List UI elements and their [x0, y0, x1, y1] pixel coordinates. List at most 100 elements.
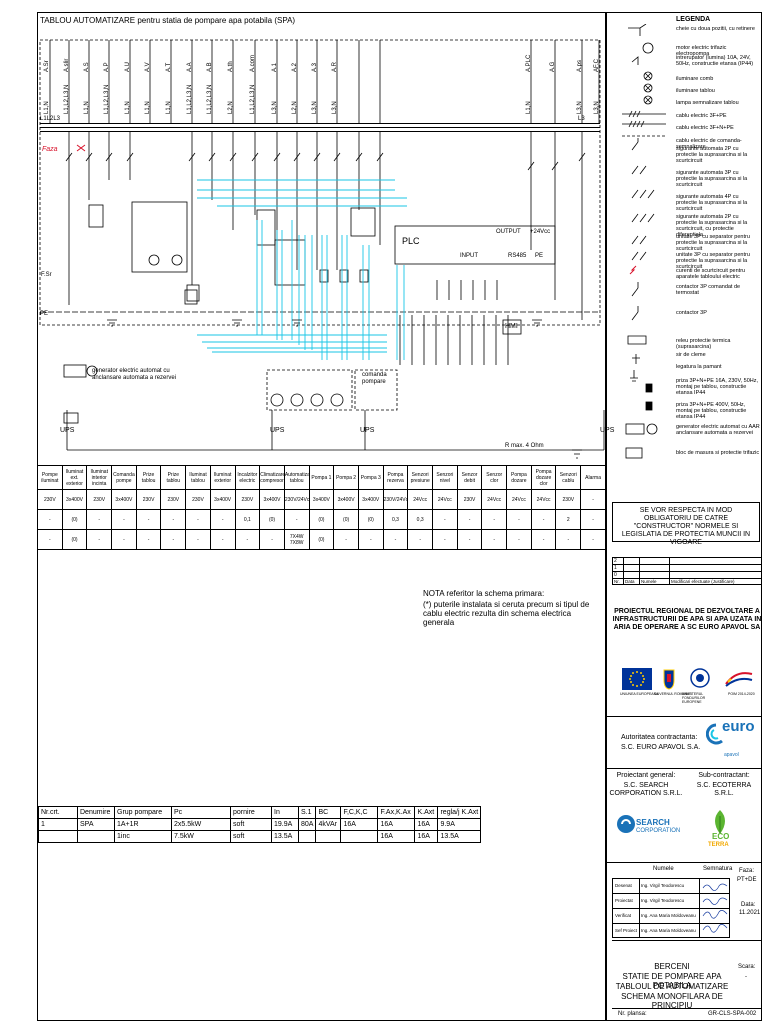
- single-line-schematic: [39, 39, 605, 459]
- legend-item-11: sigurante automata 4P cu protectie la su…: [676, 194, 748, 212]
- plc-output-label: OUTPUT: [496, 229, 521, 235]
- bus-line-3: [40, 131, 600, 132]
- load-table-row: - (0) - - - - - - 0,1 (0) - (0) (0) (0) …: [37, 509, 606, 530]
- feeder-code-3: A.P: [104, 62, 110, 72]
- lt-h-18: Senzor clor: [481, 465, 508, 490]
- gt-h-8: F,C,K,C: [340, 806, 379, 819]
- feeder-phase-3: L1,L2,L3,N: [104, 84, 110, 114]
- person-name-3: Ing. Ana Maria Moldoveanu: [641, 928, 696, 933]
- legend-item-19: sir de cleme: [676, 352, 706, 358]
- feeder-code-8: A.B: [207, 62, 213, 72]
- divider: [612, 940, 762, 941]
- person-name-1: Ing. Virgil Teodorescu: [641, 898, 685, 903]
- lt-r2-4: -: [135, 529, 162, 550]
- lt-r1-16: -: [432, 509, 458, 530]
- feeder-code-17: A.ps: [577, 59, 583, 72]
- plc-pe-label: PE: [535, 253, 544, 259]
- gt-r1-0: [38, 830, 78, 843]
- legend-symbols: [622, 24, 666, 459]
- faza-value: PT+DE: [737, 877, 757, 883]
- legend-item-22: priza 3P+N+PE 400V, 50Hz, montaj pe tabl…: [676, 402, 747, 420]
- feeder-phase-13: L3,N: [312, 101, 318, 114]
- lt-r1-11: (0): [308, 509, 335, 530]
- gt-r0-4: soft: [230, 818, 272, 831]
- ups-1: UPS: [60, 427, 75, 434]
- gt-r0-6: 80A: [297, 818, 317, 831]
- lt-r2-20: -: [530, 529, 557, 550]
- lt-h-21: Senzori cablu: [555, 465, 582, 490]
- rev-h-2: Numele: [641, 579, 657, 584]
- feeder-code-12: A.2: [292, 62, 298, 72]
- lt-h-12: Pompa 2: [333, 465, 359, 490]
- feeder-code-9: A.th: [228, 61, 234, 72]
- gt-r0-10: 16A: [414, 818, 439, 831]
- lt-r0-7: 3x400V: [209, 489, 236, 510]
- lt-r2-10: 7X4W 7X8W: [283, 529, 310, 550]
- gt-r0-0: 1: [38, 818, 78, 831]
- group-table-header: Nr.crt. Denumire Grup pompare Pc pornire…: [38, 806, 482, 819]
- lt-h-19: Pompa dozare: [506, 465, 532, 490]
- rev-h-1: Data: [625, 579, 635, 584]
- faza-label-tb: Faza:: [739, 868, 755, 874]
- lt-r0-20: 24Vcc: [530, 489, 557, 510]
- lt-r2-22: -: [580, 529, 606, 550]
- gt-r1-1: [77, 830, 115, 843]
- feeder-phase-14: L3,N: [332, 101, 338, 114]
- people-table: Desenat Ing. Virgil Teodorescu Proiectat…: [612, 878, 730, 938]
- gt-r0-5: 19.9A: [271, 818, 299, 831]
- lt-r0-18: 24Vcc: [481, 489, 508, 510]
- scara-label: Scara:: [738, 964, 756, 970]
- lt-r1-14: 0,3: [382, 509, 409, 530]
- lt-r0-5: 230V: [160, 489, 187, 510]
- lt-r1-18: -: [481, 509, 508, 530]
- lt-r0-10: 230V/24Vcc: [283, 489, 310, 510]
- legend-item-8: cablu electric de comanda-semnalizare: [676, 138, 742, 150]
- lt-r2-15: -: [407, 529, 433, 550]
- comanda-note: comanda pompare: [362, 372, 387, 385]
- lt-r1-2: -: [86, 509, 113, 530]
- lt-r0-19: 24Vcc: [506, 489, 532, 510]
- lt-r2-16: -: [432, 529, 458, 550]
- gt-h-0: Nr.crt.: [38, 806, 78, 819]
- bus-label-right: L3: [578, 116, 585, 122]
- rev-num-2: 2: [614, 558, 617, 564]
- gt-h-2: Grup pompare: [114, 806, 172, 819]
- legend-item-14: unitate 3P cu separator pentru protectie…: [676, 252, 750, 270]
- title-block-panel: [606, 12, 762, 1021]
- faza-label: Faza: [42, 146, 58, 153]
- legend-item-5: lampa semnalizare tablou: [676, 100, 739, 106]
- feeder-code-13: A.3: [312, 62, 318, 72]
- terra-logo-text: TERRA: [708, 842, 729, 848]
- lt-r1-19: -: [506, 509, 532, 530]
- gt-h-1: Denumire: [77, 806, 115, 819]
- people-header-name: Numele: [653, 866, 674, 872]
- gt-r1-7: [315, 830, 342, 843]
- load-table: Pompe iluminat Iluminat ext. exterior Il…: [37, 465, 606, 550]
- lt-r2-13: -: [357, 529, 384, 550]
- lt-r1-7: -: [209, 509, 236, 530]
- feeder-code-11: A.1: [272, 62, 278, 72]
- lt-r0-13: 3x400V: [357, 489, 384, 510]
- load-table-header: Pompe iluminat Iluminat ext. exterior Il…: [37, 465, 606, 490]
- safety-warning: SE VOR RESPECTA IN MOD OBLIGATORIU DE CA…: [612, 502, 760, 546]
- feeder-code-14: A.R: [332, 61, 338, 72]
- signatures-icon: [702, 883, 728, 933]
- person-name-0: Ing. Virgil Teodorescu: [641, 883, 685, 888]
- drawing-title-1: STATIE DE POMPARE APA POTABILA: [622, 972, 722, 990]
- lt-r2-19: -: [506, 529, 532, 550]
- gt-r1-3: 7.5kW: [171, 830, 231, 843]
- gt-r1-6: [297, 830, 317, 843]
- lt-h-22: Alarma: [580, 465, 606, 490]
- lt-r0-3: 3x400V: [111, 489, 137, 510]
- plc-rs485-label: RS485: [508, 253, 527, 259]
- legend-item-18: releu protectie termica (suprasarcina): [676, 338, 731, 350]
- bus-line-1: [40, 123, 600, 124]
- lt-h-16: Senzori nivel: [432, 465, 458, 490]
- feeder-code-6: A.T: [166, 62, 172, 72]
- group-table-row: 1inc 7.5kW soft 13.5A 16A 16A 13.5A: [38, 830, 482, 843]
- gt-r1-11: 13.5A: [437, 830, 482, 843]
- nota-title: NOTA referitor la schema primara:: [423, 589, 545, 598]
- feeder-code-0: A.Sr: [44, 60, 50, 72]
- authority-label: Autoritatea contractanta:: [621, 734, 698, 741]
- legend-item-20: legatura la pamant: [676, 364, 722, 370]
